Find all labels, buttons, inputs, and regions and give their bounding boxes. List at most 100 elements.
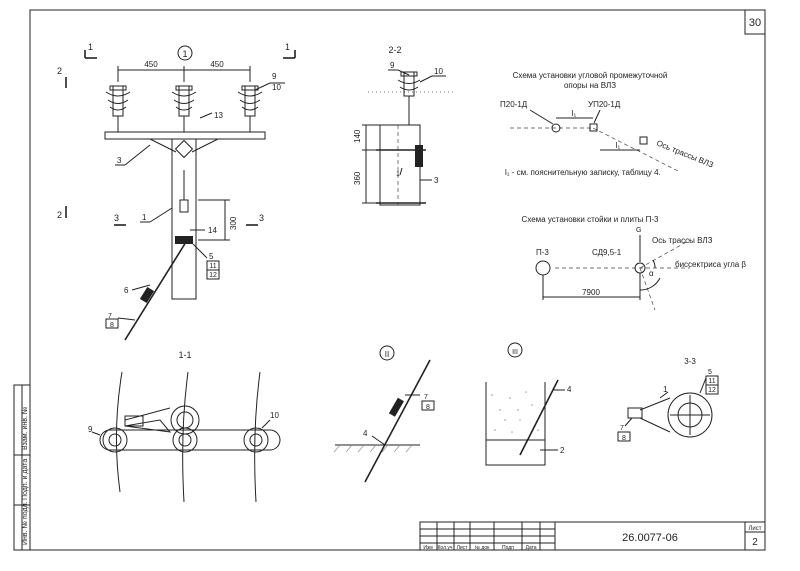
s11-insulator-right [243,427,269,453]
stamp-sign: Подп. и дата [22,459,29,500]
callout-3: 3 [117,156,122,165]
cut-mark-2-top: 2 [57,66,62,76]
dim-7900: 7900 [582,288,600,297]
sheet-label: Лист [748,526,761,532]
tb-col-podp: Подп [502,545,514,551]
stamp-replace: Взам. инв. № [22,407,29,450]
tb-col-date: Дата [525,545,536,551]
callout-14: 14 [208,226,217,235]
detail-2-mark: II [385,350,389,359]
callout-9: 9 [272,72,277,81]
plate-scheme: Схема установки стойки и плиты П-3 П-3 С… [522,215,746,311]
cut-mark-1-left: 1 [88,42,93,52]
callout-13: 13 [214,111,223,120]
dim-450-right: 450 [210,60,224,69]
sheet-frame [29,9,766,551]
s33-callout-12: 12 [708,387,716,394]
pole-stand [171,138,197,300]
cut-mark-3-left: 3 [114,213,119,223]
alpha-label: α [649,269,654,278]
d2-callout-8: 8 [426,404,430,411]
doc-code: 26.0077-06 [622,532,678,544]
callout-12: 12 [209,272,217,279]
callout-10: 10 [272,83,281,92]
plate-title: Схема установки стойки и плиты П-3 [522,215,659,224]
main-view: 1 1 1 2 2 3 3 450 450 [57,42,296,341]
s22-pole [379,124,421,206]
angle-title-1: Схема установки угловой промежуточной [513,71,668,80]
insulator-center [171,85,197,132]
tb-col-list: Лист [457,545,469,551]
s33-callout-7: 7 [620,425,624,432]
stamp-inv: Инв. № подл. [22,501,29,545]
section-2-2-title: 2-2 [388,45,401,55]
d2-callout-4: 4 [363,429,368,438]
side-stamp: Инв. № подл. Подп. и дата Взам. инв. № [13,384,31,551]
detail-2-rod [364,359,431,483]
main-view-mark: 1 [182,49,187,59]
support-right-marker [589,123,598,132]
detail-3: III 4 2 [485,342,572,466]
support-left-marker [551,123,561,133]
s11-crossarm [99,429,281,451]
d3-callout-4: 4 [567,385,572,394]
d2-callout-7: 7 [424,394,428,401]
page-number: 30 [749,17,761,29]
page-number-box [744,9,766,35]
cut-mark-1-right: 1 [285,42,290,52]
g-label: G [636,227,641,234]
dim-450-left: 450 [144,60,158,69]
s33-callout-1: 1 [663,385,668,394]
support-left-label: П20-1Д [500,100,528,109]
section-3-3-title: 3-3 [684,357,696,366]
s11-pole [170,405,200,435]
tb-col-izm: Изм [423,545,433,551]
crossarm [104,131,266,140]
angle-scheme: Схема установки угловой промежуточной оп… [500,71,715,177]
l1-note: l₁ - см. пояснительную записку, таблицу … [505,168,661,177]
s22-callout-1: 1 [396,171,400,178]
route-axis-label: Ось трассы ВЛЗ [655,139,715,170]
insulator-left [105,85,131,132]
s11-callout-9: 9 [88,425,93,434]
detail-2: II 7 8 4 [333,345,435,483]
section-1-1-title: 1-1 [178,350,191,360]
section-3-3: 3-3 5 11 12 1 7 8 [617,357,719,442]
section-2-2: 2-2 9 10 140 360 1 3 [353,45,455,206]
brace-rod [124,241,187,341]
s22-callout-9: 9 [390,61,395,70]
section-1-1: 1-1 9 10 [88,350,281,503]
s33-pole [667,392,713,438]
callout-7: 7 [108,313,112,320]
bisector-label: биссектриса угла β [675,260,746,269]
route-axis-label-2: Ось трассы ВЛЗ [652,236,713,245]
cut-mark-3-right: 3 [259,213,264,223]
s22-callout-3: 3 [434,176,439,185]
s33-callout-5: 5 [708,369,712,376]
plate-left-label: П-3 [536,248,549,257]
s33-callout-8: 8 [622,435,626,442]
callout-1: 1 [142,213,147,222]
support-right-label: УП20-1Д [588,100,621,109]
plate-center-label: СД9,5-1 [592,248,622,257]
s33-callout-11: 11 [708,378,715,385]
foundation-pit [485,382,546,466]
s11-callout-10: 10 [270,411,279,420]
detail-3-mark: III [512,349,518,356]
s11-insulator-left [102,427,128,453]
s22-callout-10: 10 [434,67,443,76]
tb-col-kol: Кол.уч [438,545,453,551]
callout-8: 8 [110,322,114,329]
tb-col-doc: № док [475,545,490,551]
callout-5: 5 [209,252,214,261]
l1-bottom: l₁ [616,141,621,150]
sheet-number: 2 [752,537,758,548]
l1-top: l₁ [572,109,577,118]
plate-circle [535,260,551,276]
detail-3-rod [519,379,559,456]
view-mark-circle [177,45,193,61]
callout-11: 11 [209,263,216,270]
dim-360: 360 [353,171,362,185]
